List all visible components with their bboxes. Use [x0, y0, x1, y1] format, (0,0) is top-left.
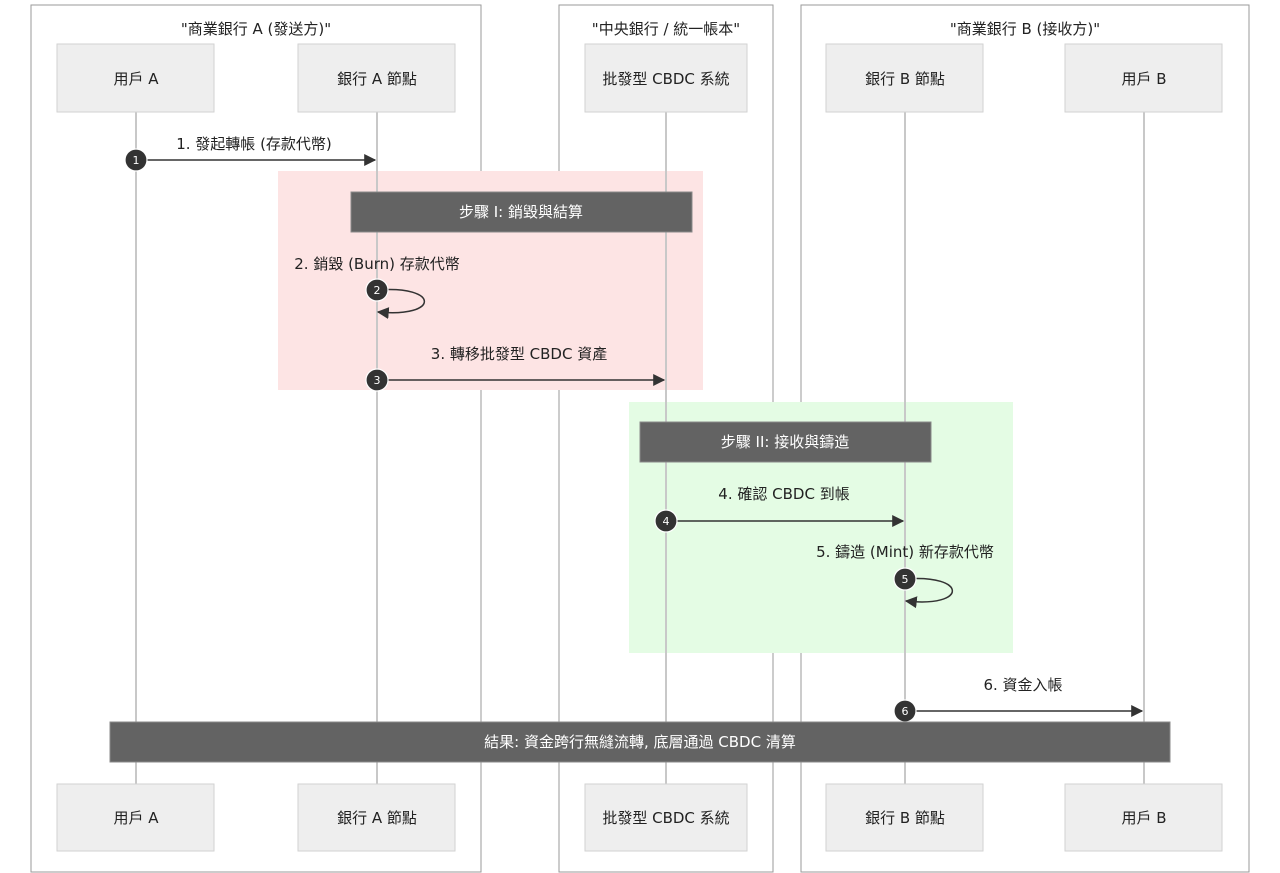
message-4-sequence-badge — [654, 509, 678, 533]
message-1-sequence-number: 1 — [133, 154, 140, 167]
message-1-sequence-badge — [124, 148, 148, 172]
message-3-sequence-badge — [365, 368, 389, 392]
participant-user-a-top-label: 用戶 A — [113, 70, 159, 88]
message-2-sequence-badge — [365, 278, 389, 302]
message-5-sequence-number: 5 — [902, 573, 909, 586]
participant-cbdc-system-top-label: 批發型 CBDC 系統 — [602, 70, 729, 88]
result-note-box — [109, 721, 1171, 763]
result-note-label: 結果: 資金跨行無縫流轉, 底層通過 CBDC 清算 — [484, 733, 796, 751]
participant-bank-a-node-bottom[interactable]: 銀行 A 節點 — [297, 783, 456, 852]
participant-bank-a-node-bottom-label: 銀行 A 節點 — [337, 809, 417, 827]
message-1-label: 1. 發起轉帳 (存款代幣) — [176, 135, 332, 153]
message-3-label: 3. 轉移批發型 CBDC 資產 — [431, 345, 607, 363]
participant-bank-b-node-top-box — [825, 43, 984, 113]
participant-bank-a-node-top[interactable]: 銀行 A 節點 — [297, 43, 456, 113]
participant-user-a-top[interactable]: 用戶 A — [56, 43, 215, 113]
participant-bank-b-node-bottom-box — [825, 783, 984, 852]
phase-2-note-label: 步驟 II: 接收與鑄造 — [721, 433, 849, 451]
phase-2-note-box — [639, 421, 932, 463]
box-bank-a: "商業銀行 A (發送方)" — [30, 4, 482, 873]
message-4-label: 4. 確認 CBDC 到帳 — [718, 485, 849, 503]
message-5-sequence-badge — [893, 567, 917, 591]
participant-bank-a-node-bottom-box — [297, 783, 456, 852]
message-5-arrow — [904, 577, 953, 609]
box-bank-a-title: "商業銀行 A (發送方)" — [181, 20, 331, 38]
participant-user-b-bottom-box — [1064, 783, 1223, 852]
message-1[interactable]: 1. 發起轉帳 (存款代幣) 1 — [124, 135, 377, 172]
participant-bank-a-node-top-label: 銀行 A 節點 — [337, 70, 417, 88]
participant-cbdc-system-top[interactable]: 批發型 CBDC 系統 — [584, 43, 748, 113]
participant-bank-b-node-bottom-label: 銀行 B 節點 — [865, 809, 945, 827]
participant-user-b-bottom-label: 用戶 B — [1121, 809, 1166, 827]
message-2-sequence-number: 2 — [374, 284, 381, 297]
box-central-bank-title: "中央銀行 / 統一帳本" — [592, 20, 740, 38]
result-note: 結果: 資金跨行無縫流轉, 底層通過 CBDC 清算 — [109, 721, 1171, 763]
participant-user-a-top-box — [56, 43, 215, 113]
message-5[interactable]: 5. 鑄造 (Mint) 新存款代幣 5 — [816, 543, 994, 609]
participant-bank-b-node-top[interactable]: 銀行 B 節點 — [825, 43, 984, 113]
box-bank-a-frame — [30, 4, 482, 873]
message-5-label: 5. 鑄造 (Mint) 新存款代幣 — [816, 543, 994, 561]
box-bank-b-title: "商業銀行 B (接收方)" — [950, 20, 1100, 38]
phase-1-note-box — [350, 191, 693, 233]
participant-user-a-bottom[interactable]: 用戶 A — [56, 783, 215, 852]
phase-1-note-label: 步驟 I: 銷毀與結算 — [459, 203, 583, 221]
message-4[interactable]: 4. 確認 CBDC 到帳 4 — [654, 485, 905, 533]
phase-2-note: 步驟 II: 接收與鑄造 — [639, 421, 932, 463]
message-2-label: 2. 銷毀 (Burn) 存款代幣 — [294, 255, 460, 273]
participant-cbdc-system-bottom[interactable]: 批發型 CBDC 系統 — [584, 783, 748, 852]
participant-cbdc-system-top-box — [584, 43, 748, 113]
phase-1-note: 步驟 I: 銷毀與結算 — [350, 191, 693, 233]
participant-cbdc-system-bottom-box — [584, 783, 748, 852]
participant-bank-b-node-top-label: 銀行 B 節點 — [865, 70, 945, 88]
participant-user-a-bottom-label: 用戶 A — [113, 809, 159, 827]
participant-cbdc-system-bottom-label: 批發型 CBDC 系統 — [602, 809, 729, 827]
message-3-sequence-number: 3 — [374, 374, 381, 387]
message-6-sequence-number: 6 — [902, 705, 909, 718]
message-6-label: 6. 資金入帳 — [983, 676, 1062, 694]
participant-bank-b-node-bottom[interactable]: 銀行 B 節點 — [825, 783, 984, 852]
participant-user-b-bottom[interactable]: 用戶 B — [1064, 783, 1223, 852]
message-3[interactable]: 3. 轉移批發型 CBDC 資產 3 — [365, 345, 666, 392]
message-2[interactable]: 2. 銷毀 (Burn) 存款代幣 2 — [294, 255, 460, 320]
participant-bank-a-node-top-box — [297, 43, 456, 113]
participant-user-b-top[interactable]: 用戶 B — [1064, 43, 1223, 113]
message-2-arrow — [376, 288, 425, 320]
participant-user-b-top-label: 用戶 B — [1121, 70, 1166, 88]
message-6[interactable]: 6. 資金入帳 6 — [893, 676, 1144, 723]
message-4-sequence-number: 4 — [663, 515, 670, 528]
participant-user-a-bottom-box — [56, 783, 215, 852]
participant-user-b-top-box — [1064, 43, 1223, 113]
